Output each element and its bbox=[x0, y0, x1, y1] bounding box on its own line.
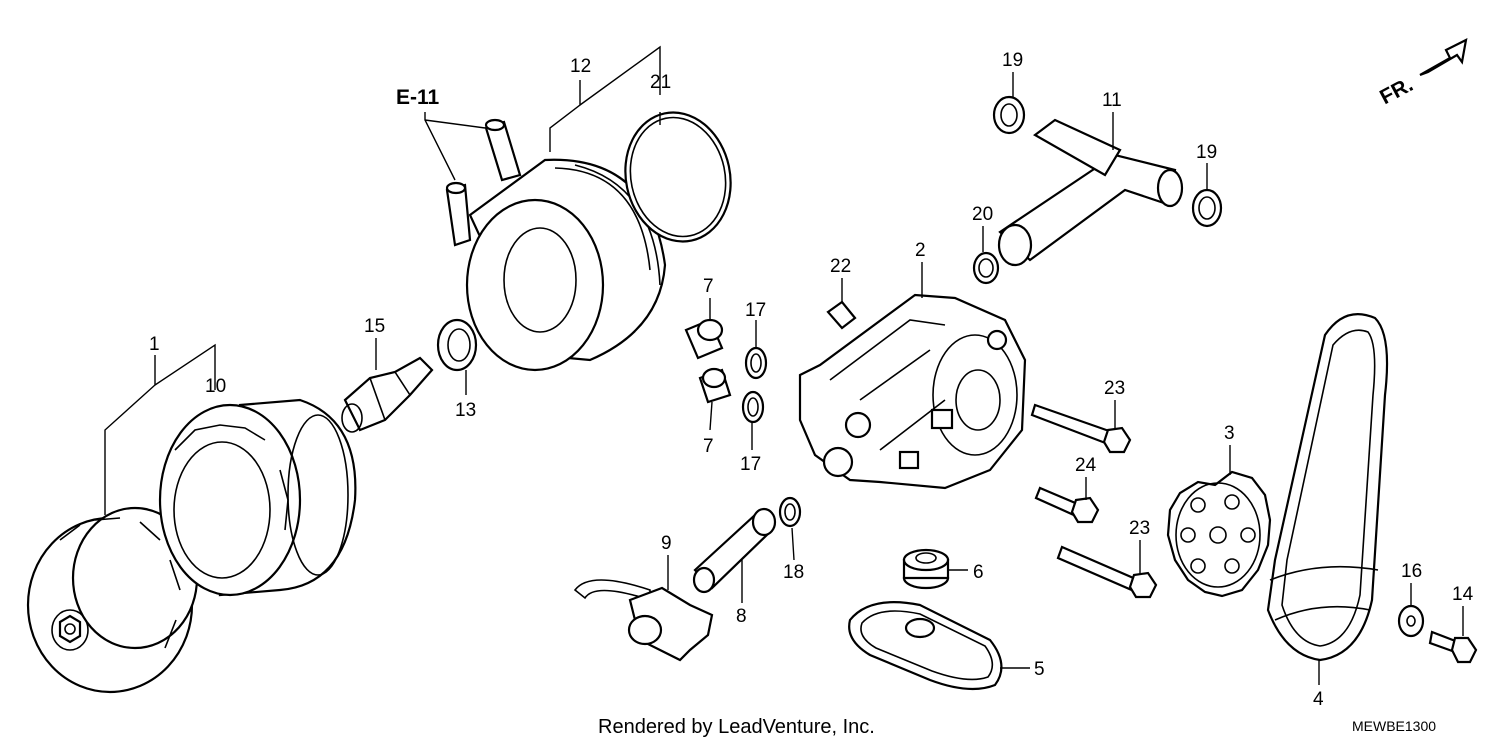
part-bolt-24[interactable] bbox=[1034, 486, 1100, 524]
part-washer-13[interactable] bbox=[436, 318, 478, 372]
part-oil-pump[interactable] bbox=[798, 293, 1027, 490]
part-t-pipe[interactable] bbox=[997, 118, 1184, 267]
part-o-ring-20[interactable] bbox=[972, 251, 1000, 285]
part-strainer-5[interactable] bbox=[848, 601, 1003, 691]
part-oil-filter[interactable] bbox=[158, 398, 357, 597]
callout-labels: 1 10 12 21 15 13 7 7 17 17 22 2 20 19 11… bbox=[149, 50, 1474, 710]
callout-17-top: 17 bbox=[745, 300, 766, 321]
part-dowel-7a[interactable] bbox=[684, 318, 724, 360]
part-o-ring-21[interactable] bbox=[614, 103, 743, 252]
callout-4: 4 bbox=[1313, 689, 1324, 710]
part-jet-pipe-9[interactable] bbox=[573, 579, 714, 662]
callout-7-bottom: 7 bbox=[703, 436, 714, 457]
callout-23-lower: 23 bbox=[1129, 518, 1150, 539]
part-dowel-22[interactable] bbox=[826, 300, 857, 330]
part-jet-8[interactable] bbox=[692, 507, 777, 594]
callout-3: 3 bbox=[1224, 423, 1235, 444]
part-seal-19b[interactable] bbox=[1191, 188, 1223, 228]
part-oil-cooler[interactable] bbox=[445, 118, 667, 372]
part-grommet-6[interactable] bbox=[902, 548, 950, 590]
callout-19-right: 19 bbox=[1196, 142, 1217, 163]
part-washer-16[interactable] bbox=[1397, 604, 1425, 638]
part-sprocket[interactable] bbox=[1166, 470, 1272, 598]
callout-13: 13 bbox=[455, 400, 476, 421]
callout-10: 10 bbox=[205, 376, 226, 397]
callout-19-left: 19 bbox=[1002, 50, 1023, 71]
part-o-ring-17b[interactable] bbox=[741, 390, 765, 424]
callout-12: 12 bbox=[570, 56, 591, 77]
callout-20: 20 bbox=[972, 204, 993, 225]
callout-14: 14 bbox=[1452, 584, 1474, 605]
callout-21: 21 bbox=[650, 72, 671, 93]
callout-7-top: 7 bbox=[703, 276, 714, 297]
callout-17-bottom: 17 bbox=[740, 454, 761, 475]
part-bolt-23b[interactable] bbox=[1056, 545, 1158, 599]
callout-16: 16 bbox=[1401, 561, 1422, 582]
render-credit: Rendered by LeadVenture, Inc. bbox=[598, 716, 875, 738]
callout-23-upper: 23 bbox=[1104, 378, 1125, 399]
callout-6: 6 bbox=[973, 562, 984, 583]
part-dowel-7b[interactable] bbox=[698, 367, 732, 404]
callout-5: 5 bbox=[1034, 659, 1045, 680]
part-chain[interactable] bbox=[1266, 313, 1389, 662]
callout-8: 8 bbox=[736, 606, 747, 627]
leader-lines bbox=[104, 45, 1464, 685]
callout-2: 2 bbox=[915, 240, 926, 261]
callout-1: 1 bbox=[149, 334, 160, 355]
callout-9: 9 bbox=[661, 533, 672, 554]
callout-11: 11 bbox=[1102, 90, 1122, 111]
part-o-ring-17a[interactable] bbox=[744, 346, 768, 380]
front-direction-arrow: FR. bbox=[1376, 38, 1468, 109]
callout-24: 24 bbox=[1075, 455, 1097, 476]
front-arrow-label: FR. bbox=[1376, 73, 1417, 109]
callout-15: 15 bbox=[364, 316, 385, 337]
part-bolt-14[interactable] bbox=[1428, 630, 1478, 664]
reference-label-e11[interactable]: E-11 bbox=[396, 86, 440, 109]
part-o-ring-18[interactable] bbox=[778, 496, 802, 528]
part-seal-19a[interactable] bbox=[992, 95, 1026, 135]
callout-22: 22 bbox=[830, 256, 851, 277]
part-bolt-23a[interactable] bbox=[1030, 403, 1132, 454]
part-fitting-15[interactable] bbox=[341, 356, 434, 433]
diagram-code: MEWBE1300 bbox=[1352, 718, 1436, 734]
callout-18: 18 bbox=[783, 562, 804, 583]
